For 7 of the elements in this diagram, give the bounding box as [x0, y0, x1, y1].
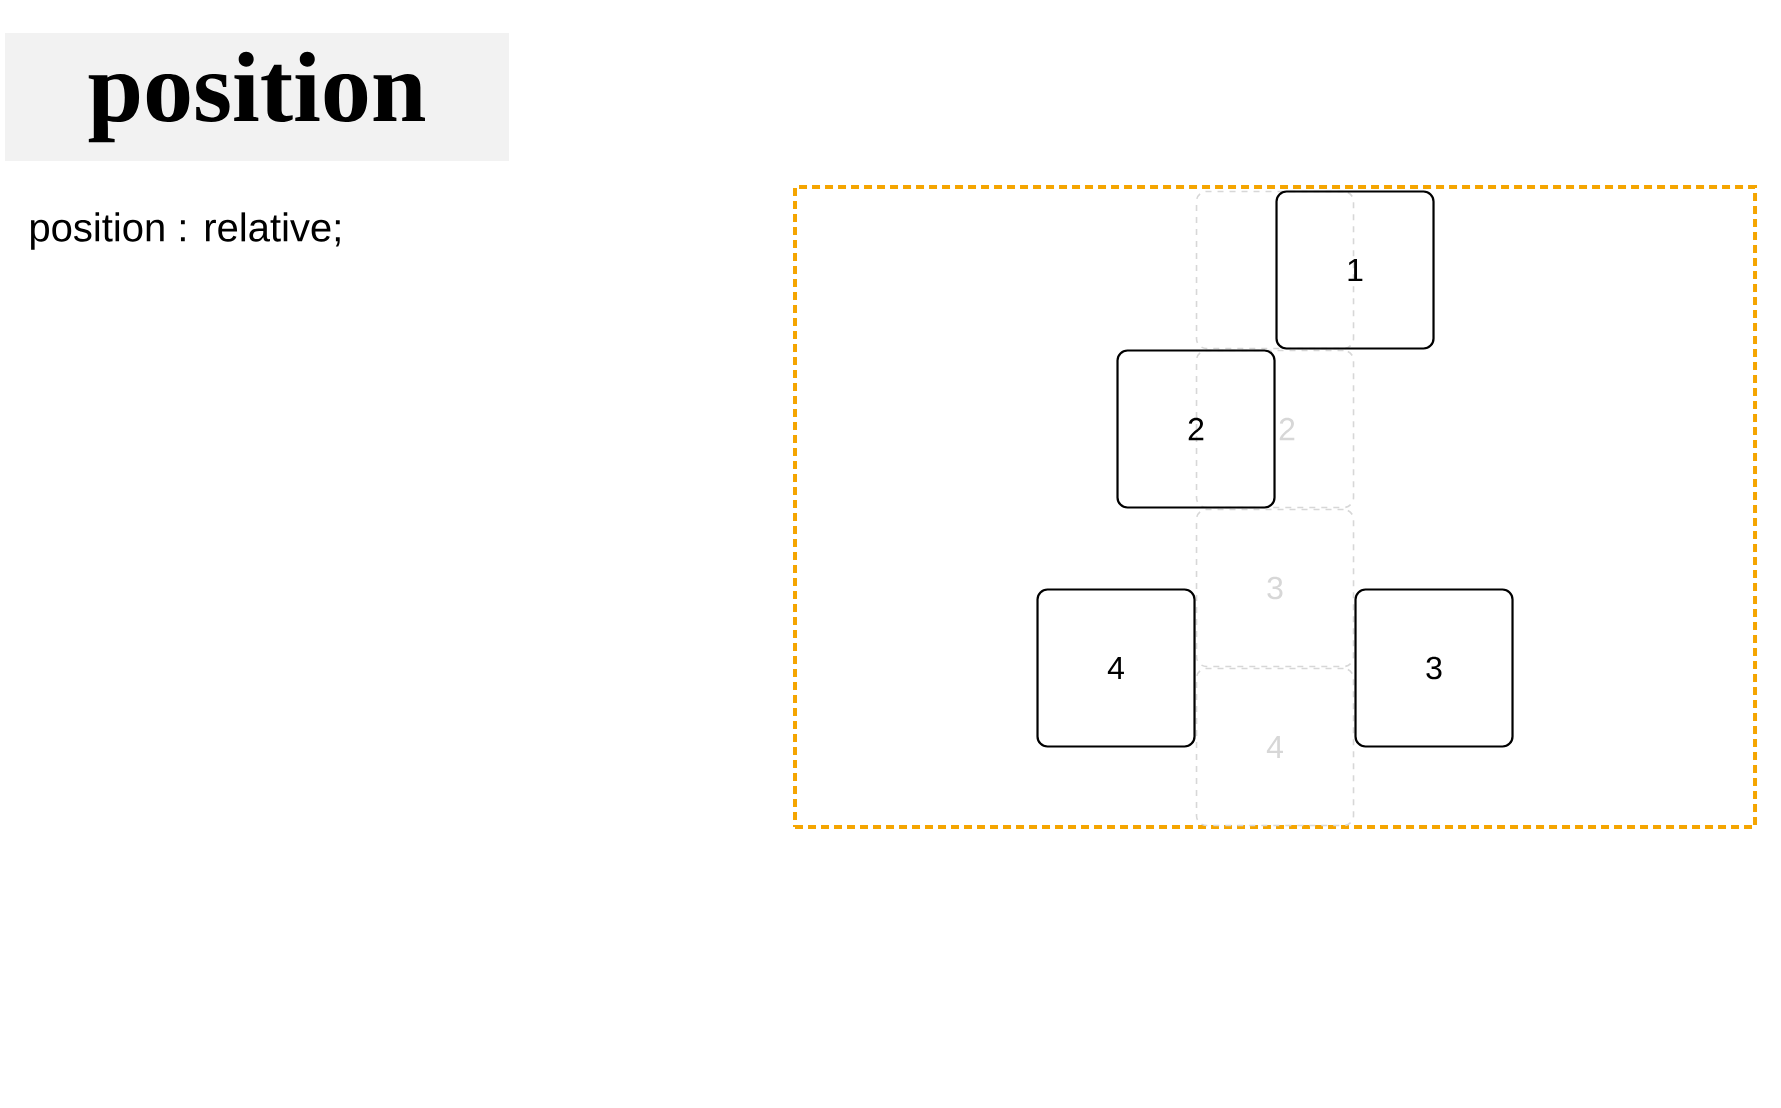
- positioned-box: 4: [1036, 588, 1196, 748]
- title-banner: position: [5, 33, 509, 161]
- positioned-box: 2: [1116, 349, 1276, 509]
- code-text: position : relative;: [30, 212, 340, 250]
- positioned-box: 3: [1354, 588, 1514, 748]
- container-box: [793, 185, 1758, 829]
- positioned-box: 1: [1275, 190, 1435, 350]
